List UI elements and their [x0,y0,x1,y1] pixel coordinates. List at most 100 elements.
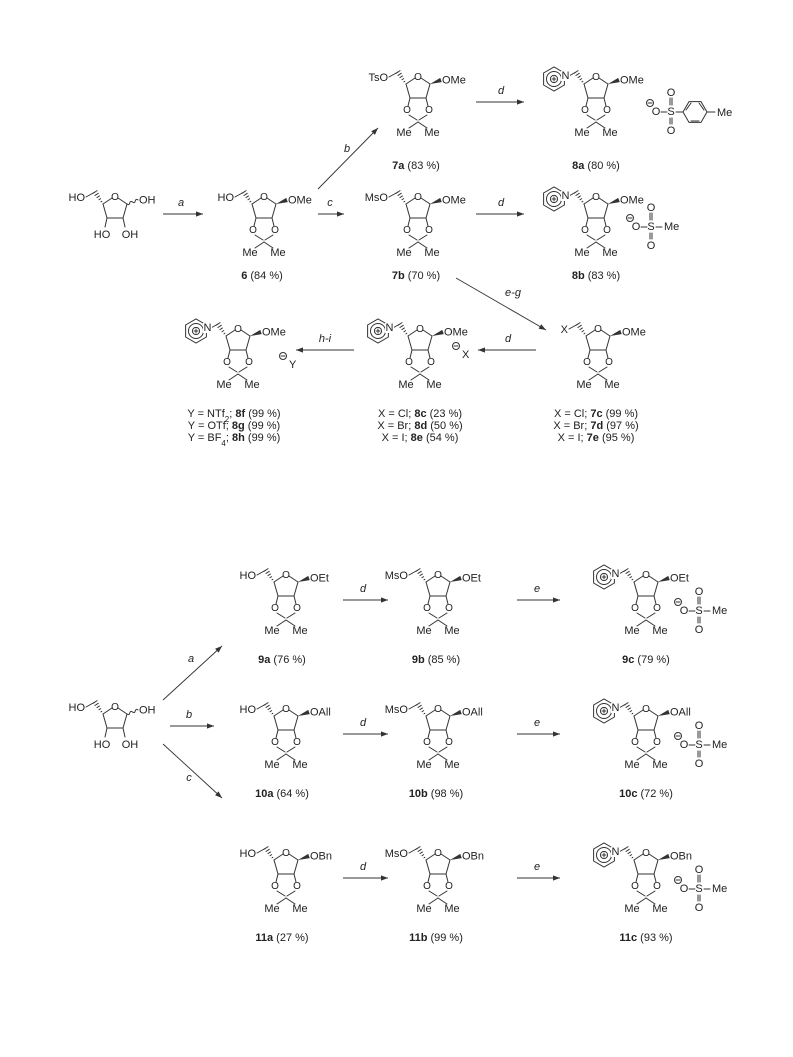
compounds-8f-8h-caption: Y = OTf; 8g (99 %) [188,420,280,432]
reagent-b-label: b [344,143,350,155]
bond-line [276,612,286,619]
bond-line [635,595,639,605]
hash-stroke [417,704,422,709]
positive-charge-icon [599,706,609,716]
bond-line [420,197,431,205]
bond-line [605,335,611,351]
methyl-group: Me [216,379,231,391]
bond-line [583,77,594,85]
bond-line [425,97,429,107]
bond-line [428,619,439,627]
anomeric-group: OMe [442,195,466,207]
hash-stroke [401,198,405,201]
compound-yield: (72 %) [640,788,672,800]
arrow-head [553,875,560,881]
hash-stroke [581,330,585,333]
compound-7a-caption: 7a(83 %) [392,160,440,172]
hash-stroke [96,195,100,199]
reagent-d-label: d [498,85,505,97]
hash-stroke [94,192,99,197]
sulfonyl-oxygen: O [695,624,704,636]
anomeric-wedge [298,709,310,716]
anomeric-wavy-bond [126,198,139,206]
bond-line [276,890,286,897]
hash-stroke [100,710,103,713]
hash-stroke [98,198,102,201]
hash-stroke [271,712,274,715]
hash-stroke [269,710,273,713]
sulfonyl-oxygen: O [695,758,704,770]
reagent-d-label: d [505,333,512,345]
compound-yield: (27 %) [276,932,308,944]
bond-line [273,859,279,875]
hash-stroke [579,78,583,81]
ring-oxygen: O [592,72,600,83]
acetonide-oxygen: O [445,881,453,892]
reagent-c-label: c [186,772,192,784]
benzene-ring [682,101,708,123]
positive-charge-icon [549,74,559,84]
compound-7b-caption: 7b(70 %) [392,270,440,282]
anomeric-group: OBn [670,851,692,863]
positive-charge-icon [549,194,559,204]
caption-subscript: 4 [221,439,226,448]
hash-stroke [399,195,403,199]
anomeric-wedge [658,853,670,860]
bond-line [646,890,656,897]
bond-line [427,349,431,359]
bond-line [256,569,267,576]
compound-number: 6 [241,270,247,282]
compound-number: 8d [414,420,427,432]
bond-line [85,191,96,198]
compound-number: 7b [392,270,405,282]
bond-line [275,873,279,883]
bond-line [285,897,296,905]
bond-line [588,373,599,381]
bond-line [636,746,646,753]
bond-line [595,241,606,249]
bond-line [117,197,128,205]
anomeric-group: OMe [442,75,466,87]
arrow-shaft [317,127,379,190]
bond-line [586,121,597,129]
bond-line [568,323,579,330]
arrow-head [381,597,388,603]
ring-oxygen: O [642,570,650,581]
ring-oxygen: O [594,324,602,335]
arrow-step-d [476,211,524,217]
bond-line [418,114,428,121]
compound-yield: (98 %) [431,788,463,800]
hash-stroke [631,712,634,715]
compound-10c-caption: 10c(72 %) [619,788,673,800]
hash-stroke [223,332,226,335]
compound-yield: (54 %) [423,432,458,444]
bond-line [588,366,598,373]
bond-line [603,83,609,99]
anomeric-group: OAll [462,707,483,719]
hash-stroke [421,576,425,579]
bond-line [598,197,609,205]
caption-prefix: Y = OTf; [188,420,232,432]
bond-line [422,329,433,337]
ring-oxygen: O [434,704,442,715]
caption-prefix: X = Br; [553,420,590,432]
bond-line [698,102,705,111]
arrow-step-d [343,875,388,881]
compound-10a-caption: 10a(64 %) [255,788,309,800]
hash-stroke [397,72,402,77]
hash-stroke [98,708,102,711]
compound-11c-caption: 11c(93 %) [619,932,672,944]
bond-line [585,329,596,337]
hash-stroke [245,195,249,199]
hash-stroke [417,570,422,575]
bond-line [407,97,411,107]
methyl-group: Me [424,127,439,139]
hash-stroke [423,712,426,715]
hash-stroke [219,327,223,331]
anomeric-hydroxyl: OH [139,705,156,717]
reagent-d-label: d [360,861,367,873]
